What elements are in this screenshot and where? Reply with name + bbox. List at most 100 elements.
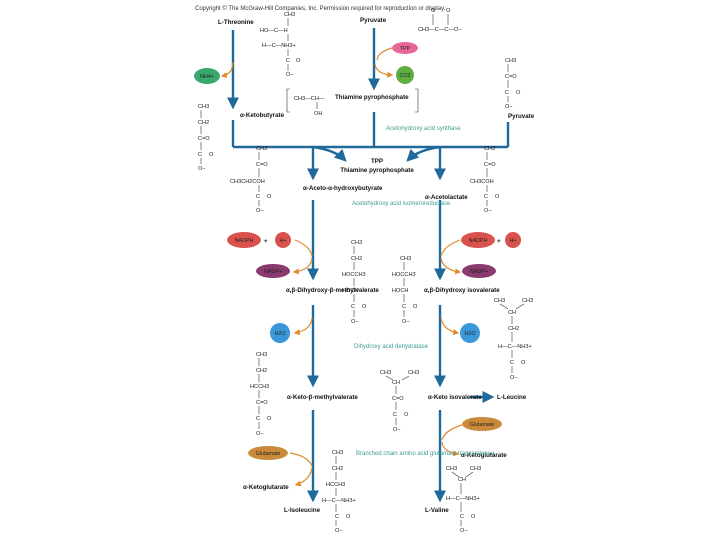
svg-text:CH3: CH3 — [484, 146, 495, 152]
svg-text:O−: O− — [460, 528, 468, 534]
compound-labels: L-Threonine Pyruvate α-Ketobutyrate Thia… — [218, 17, 535, 514]
svg-text:NADPH: NADPH — [235, 238, 254, 244]
label-tpp-full: Thiamine pyrophosphate — [340, 167, 414, 174]
svg-text:O: O — [296, 58, 301, 64]
structure-valine: CH3 CH CH3 H—C—NH3+ C O O− — [446, 466, 481, 534]
label-pyruvate-top: Pyruvate — [360, 17, 387, 24]
label-threonine: L-Threonine — [218, 19, 254, 26]
svg-text:CH: CH — [508, 310, 516, 316]
svg-text:O: O — [346, 514, 351, 520]
svg-text:C: C — [351, 304, 355, 310]
svg-text:O: O — [267, 194, 272, 200]
label-ketoisovalerate: α-Keto isovalerate — [428, 394, 482, 401]
side-arrows — [220, 47, 463, 487]
structure-threonine: CH3 HO—C—H H—C—NH3+ C O O− — [260, 12, 301, 78]
svg-text:C=O: C=O — [198, 136, 210, 142]
enzyme-transaminase: Branched chain amino acid glutamate tran… — [356, 451, 495, 457]
label-ketoglutarate-left: α-Ketoglutarate — [243, 484, 289, 491]
cofactor-h-right: H+ — [505, 232, 521, 248]
structure-isoleucine: CH3 CH2 HCCH3 H—C—NH3+ C O O− — [322, 450, 356, 534]
svg-text:H+: H+ — [509, 238, 516, 244]
label-dihydroxy-methylvalerate: α,β-Dihydroxy-β-methylvalerate — [286, 287, 379, 294]
svg-text:C: C — [198, 152, 202, 158]
enzyme-dihydroxy-dehydratase: Dihydroxy acid dehydratase — [354, 344, 429, 350]
svg-text:NADPH: NADPH — [469, 238, 488, 244]
svg-text:O: O — [495, 194, 500, 200]
svg-text:C: C — [484, 194, 488, 200]
svg-text:O−: O− — [393, 427, 401, 433]
svg-text:O: O — [431, 8, 436, 14]
arrow-nadph-left-in — [294, 239, 313, 257]
arrow-nadp-right-out — [440, 257, 462, 275]
svg-text:O: O — [362, 304, 367, 310]
svg-text:CH3: CH3 — [256, 146, 267, 152]
structures: CH3 HO—C—H H—C—NH3+ C O O− O O CH3—C—C—O… — [198, 8, 533, 534]
label-leucine: L-Leucine — [497, 394, 527, 401]
structure-aceto-hydroxybutyrate: CH3 C=O CH3CH2COH C O O− — [230, 146, 272, 214]
svg-text:CH3: CH3 — [400, 256, 411, 262]
svg-text:C: C — [393, 412, 397, 418]
svg-text:CH3—CH—: CH3—CH— — [294, 96, 325, 102]
copyright-notice: Copyright © The McGraw-Hill Companies, I… — [195, 5, 446, 12]
structure-leucine: CH3 CH CH3 CH2 H—C—NH3+ C O O− — [494, 298, 533, 381]
svg-text:CH3—C—C—O−: CH3—C—C—O− — [418, 27, 462, 33]
svg-text:H—C—NH3+: H—C—NH3+ — [498, 344, 532, 350]
svg-text:O−: O− — [256, 431, 264, 437]
svg-text:O−: O− — [286, 72, 294, 78]
structure-ketobutyrate: CH3 CH2 C=O C O O− — [198, 104, 214, 172]
cofactor-nh4: NH4+ — [194, 68, 220, 84]
structure-ketoisovalerate: CH3 CH CH3 C=O C O O− — [380, 370, 419, 433]
arrow-h2o-left-out — [293, 317, 313, 336]
svg-text:CH3CH2COH: CH3CH2COH — [230, 179, 265, 185]
label-pyruvate-right: Pyruvate — [508, 113, 535, 120]
svg-text:H—C—NH3+: H—C—NH3+ — [446, 496, 480, 502]
cofactor-glutamate-left: Glutamate — [248, 446, 288, 460]
label-tpp-complex: Thiamine pyrophosphate — [335, 94, 409, 101]
svg-text:H—C—NH3+: H—C—NH3+ — [262, 43, 296, 49]
arrow-nadph-right-in — [440, 239, 461, 257]
svg-text:Glutamate: Glutamate — [470, 422, 495, 428]
structure-keto-methylvalerate: CH3 CH2 HCCH3 C=O C O O− — [250, 352, 272, 437]
svg-text:CH3: CH3 — [198, 104, 209, 110]
svg-text:H—C—NH3+: H—C—NH3+ — [322, 498, 356, 504]
svg-text:O: O — [471, 514, 476, 520]
svg-text:C=O: C=O — [392, 396, 404, 402]
cofactors: NH4+ TPP CO2 NADPH + H+ NADP+ NADPH — [194, 42, 521, 460]
label-valine: L-Valine — [425, 507, 449, 514]
label-ketoglutarate-right: α-Ketoglutarate — [461, 452, 507, 459]
svg-text:O−: O− — [510, 375, 518, 381]
svg-text:CH3: CH3 — [351, 240, 362, 246]
svg-text:CH3: CH3 — [284, 12, 295, 18]
svg-text:CH: CH — [392, 380, 400, 386]
svg-text:O: O — [521, 360, 526, 366]
structure-tpp-complex: CH3—CH— OH — [286, 88, 419, 117]
structure-dihydroxy-isovalerate: CH3 HOCCH3 HOCH C O O− — [392, 256, 418, 325]
svg-text:CH2: CH2 — [351, 256, 362, 262]
arrow-ketoglutarate-left-out — [294, 467, 313, 487]
arrow-glutamate-right-in — [441, 424, 463, 441]
arrow-to-tpp-left — [312, 145, 347, 162]
svg-text:C: C — [286, 58, 290, 64]
label-ketobutyrate: α-Ketobutyrate — [240, 112, 285, 119]
svg-text:H+: H+ — [279, 238, 286, 244]
svg-text:OH: OH — [314, 111, 322, 117]
arrow-to-tpp-right — [406, 145, 441, 162]
structure-pyruvate-top: O O CH3—C—C—O− — [418, 8, 462, 33]
svg-text:CH: CH — [458, 477, 466, 483]
svg-text:NADP+: NADP+ — [470, 269, 488, 275]
svg-text:O−: O− — [484, 208, 492, 214]
svg-text:CH2: CH2 — [332, 466, 343, 472]
svg-text:O−: O− — [351, 319, 359, 325]
arrow-tpp-in — [376, 47, 393, 61]
svg-text:NADP+: NADP+ — [264, 269, 282, 275]
svg-text:CH3: CH3 — [332, 450, 343, 456]
label-acetolactate: α-Acetolactate — [425, 194, 468, 201]
svg-text:O: O — [209, 152, 214, 158]
cofactor-h-left: H+ — [275, 232, 291, 248]
svg-text:HOCCH3: HOCCH3 — [342, 272, 366, 278]
cofactor-nadph-left: NADPH — [227, 232, 261, 248]
svg-text:HOCH: HOCH — [392, 288, 408, 294]
svg-text:CH3: CH3 — [446, 466, 457, 472]
svg-text:CH2: CH2 — [256, 368, 267, 374]
